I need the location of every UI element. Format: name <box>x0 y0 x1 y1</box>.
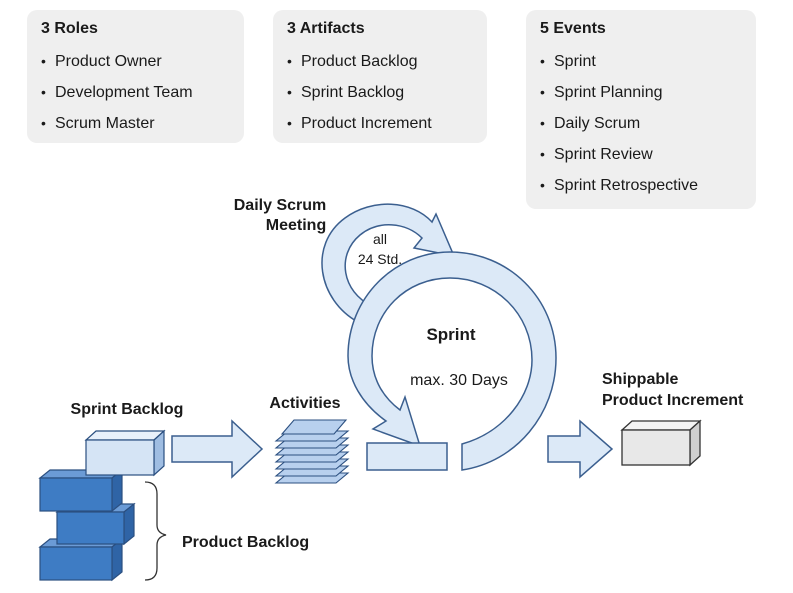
sprint-duration-label: max. 30 Days <box>410 372 508 389</box>
artifacts-title: 3 Artifacts <box>287 20 365 37</box>
list-item: Sprint <box>540 46 742 77</box>
list-item: Product Increment <box>287 108 473 139</box>
daily-scrum-label-line1: Daily Scrum <box>234 197 326 214</box>
interval-label-line2: 24 Std. <box>358 251 402 267</box>
activities-stack <box>274 419 350 484</box>
list-item: Development Team <box>41 77 230 108</box>
artifacts-list: Product Backlog Sprint Backlog Product I… <box>287 46 473 139</box>
interval-label-line1: all <box>373 231 387 247</box>
product-backlog-bracket <box>144 481 167 581</box>
list-item: Daily Scrum <box>540 108 742 139</box>
daily-scrum-loop-arrow <box>321 203 456 323</box>
roles-list: Product Owner Development Team Scrum Mas… <box>41 46 230 139</box>
list-item: Scrum Master <box>41 108 230 139</box>
events-box: 5 Events Sprint Sprint Planning Daily Sc… <box>526 10 756 209</box>
events-list: Sprint Sprint Planning Daily Scrum Sprin… <box>540 46 742 201</box>
arrow-to-activities <box>171 419 264 479</box>
activities-label: Activities <box>269 395 340 412</box>
sprint-backlog-label: Sprint Backlog <box>71 401 184 418</box>
roles-box: 3 Roles Product Owner Development Team S… <box>27 10 244 143</box>
list-item: Sprint Planning <box>540 77 742 108</box>
increment-box <box>620 419 702 467</box>
artifacts-box: 3 Artifacts Product Backlog Sprint Backl… <box>273 10 487 143</box>
increment-label-line1: Shippable <box>602 371 679 388</box>
list-item: Sprint Review <box>540 139 742 170</box>
sprint-label: Sprint <box>426 325 475 344</box>
sprint-backlog-box <box>84 429 166 477</box>
roles-title: 3 Roles <box>41 20 98 37</box>
product-backlog-label: Product Backlog <box>182 534 309 551</box>
list-item: Product Backlog <box>287 46 473 77</box>
list-item: Sprint Backlog <box>287 77 473 108</box>
list-item: Sprint Retrospective <box>540 170 742 201</box>
daily-scrum-label-line2: Meeting <box>266 217 326 234</box>
sprint-cycle-arrow <box>347 251 557 471</box>
sprint-entry-block <box>366 442 448 471</box>
product-backlog-stack <box>38 468 136 582</box>
events-title: 5 Events <box>540 20 606 37</box>
increment-label-line2: Product Increment <box>602 392 744 409</box>
arrow-to-increment <box>547 419 614 479</box>
list-item: Product Owner <box>41 46 230 77</box>
